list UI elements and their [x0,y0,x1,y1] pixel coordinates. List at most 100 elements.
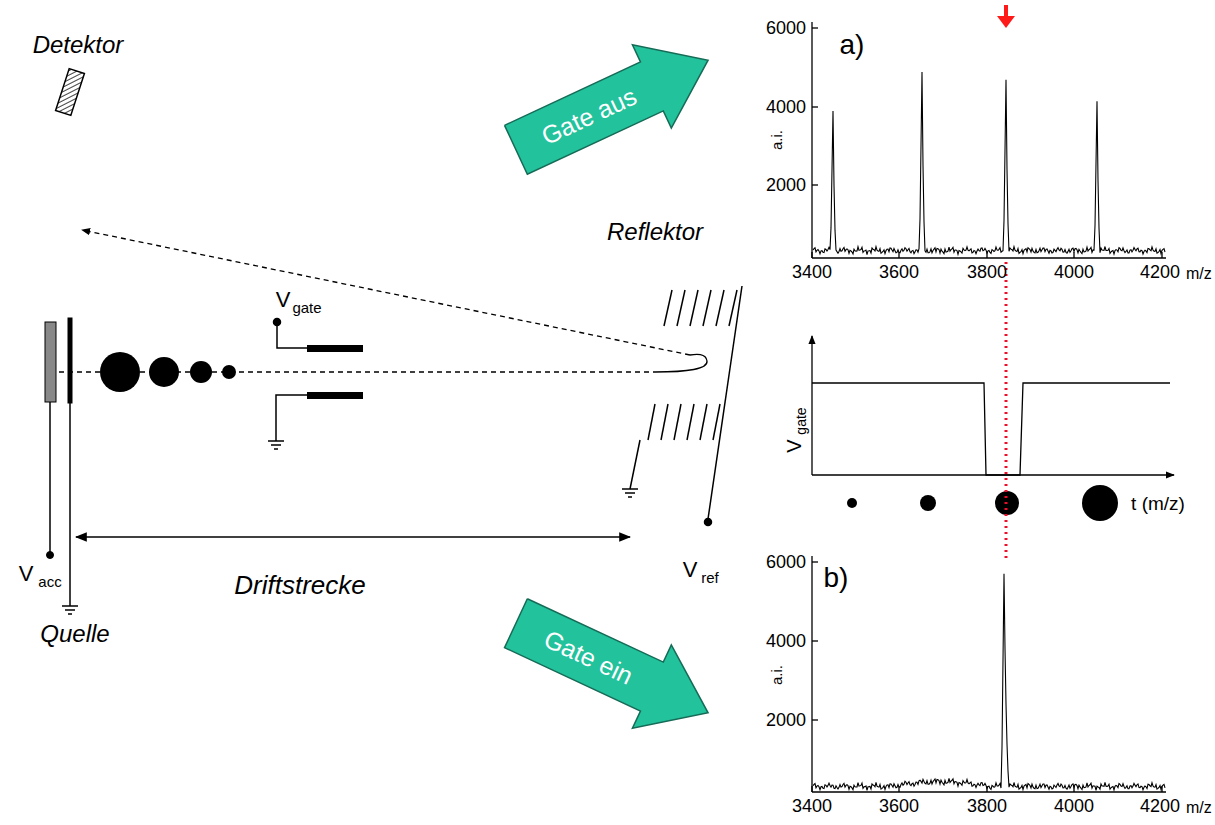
ion-source [69,403,71,606]
tick-label: 3600 [879,797,919,815]
ion-gate [268,319,363,450]
ion-gate [277,322,307,348]
voltage-subscript: gate [292,300,321,315]
part-name: Quelle [40,622,109,646]
charts [811,336,812,475]
charts [812,106,818,107]
charts [811,252,812,258]
tick-label: 2000 [766,711,806,729]
ion-source [45,322,56,402]
charts [811,786,812,792]
ion-source [68,613,72,615]
drift-length-arrow [76,536,630,538]
panel-label: a) [840,31,865,59]
voltage-symbol: V [276,289,291,311]
charts [812,719,818,720]
axis-title: m/z [1186,266,1212,282]
axis-subscript: gate [794,407,808,434]
selection-marker [997,5,1015,560]
charts [812,561,818,562]
ion-packets [222,365,236,379]
reflector [677,290,685,326]
part-name: Driftstrecke [234,572,365,598]
charts [812,336,1174,475]
reflector [674,404,681,440]
reflector [705,519,712,526]
tick-label: 4200 [1140,263,1180,281]
ion-gate [307,345,363,352]
axis-title: a.i. [769,130,784,150]
charts [847,498,857,508]
voltage-subscript: acc [38,574,61,589]
ion-packets [100,352,236,392]
ion-packets [190,361,212,383]
tick-label: 6000 [766,553,806,571]
voltage-symbol: V [19,563,34,585]
drift-length-arrow [76,537,630,538]
ion-gate [276,395,307,441]
tick-label: 6000 [766,19,806,37]
tick-label: 4200 [1140,797,1180,815]
charts [813,574,1165,791]
reflector [664,290,672,326]
axis-title: a.i. [769,665,784,685]
tick-label: 4000 [766,632,806,650]
reflector [687,404,694,440]
reflector [716,290,724,326]
axis-title: t (m/z) [1131,494,1185,513]
charts [812,556,1166,792]
voltage-symbol: V [683,559,698,581]
ion-source [68,318,72,403]
charts [812,184,818,185]
ion-path [50,230,707,372]
charts [812,22,1174,792]
detector [56,69,85,116]
part-name: Reflektor [607,220,703,244]
tick-label: 3600 [879,263,919,281]
tick-label: 3400 [792,797,832,815]
selection-marker [1005,262,1008,560]
charts [812,640,818,641]
charts [811,22,812,258]
charts [812,791,1166,792]
charts [811,556,812,792]
arrow-shape [496,582,727,755]
reflector [625,492,635,494]
reflector [630,440,640,489]
gate-off-arrow: Gate aus [496,19,727,192]
ion-source [45,318,78,614]
ion-packets [149,357,179,387]
tick-label: 3400 [792,263,832,281]
part-name: Detektor [33,33,124,57]
ion-path [82,230,690,355]
ion-source [49,402,51,553]
ion-gate [268,440,284,442]
reflector [648,404,655,440]
arrow-shape [496,19,727,192]
panel-label: b) [824,564,849,592]
reflector [713,404,720,440]
reflector [661,404,668,440]
charts [920,495,936,511]
tick-label: 4000 [766,98,806,116]
charts [813,72,1165,255]
tick-label: 4000 [1054,263,1094,281]
tick-label: 3800 [967,263,1007,281]
reflector [700,404,707,440]
tick-label: 3800 [967,797,1007,815]
axis-title: V [784,439,804,452]
tick-label: 4000 [1054,797,1094,815]
reflector [703,290,711,326]
ion-gate [274,448,278,450]
detector [56,69,85,116]
reflector [690,290,698,326]
ion-gate [307,392,363,399]
ion-source [47,552,54,559]
charts [812,383,1170,475]
reflector [729,290,737,326]
charts [812,22,1166,258]
tick-label: 2000 [766,176,806,194]
ion-source [65,609,75,611]
charts [812,257,1166,258]
